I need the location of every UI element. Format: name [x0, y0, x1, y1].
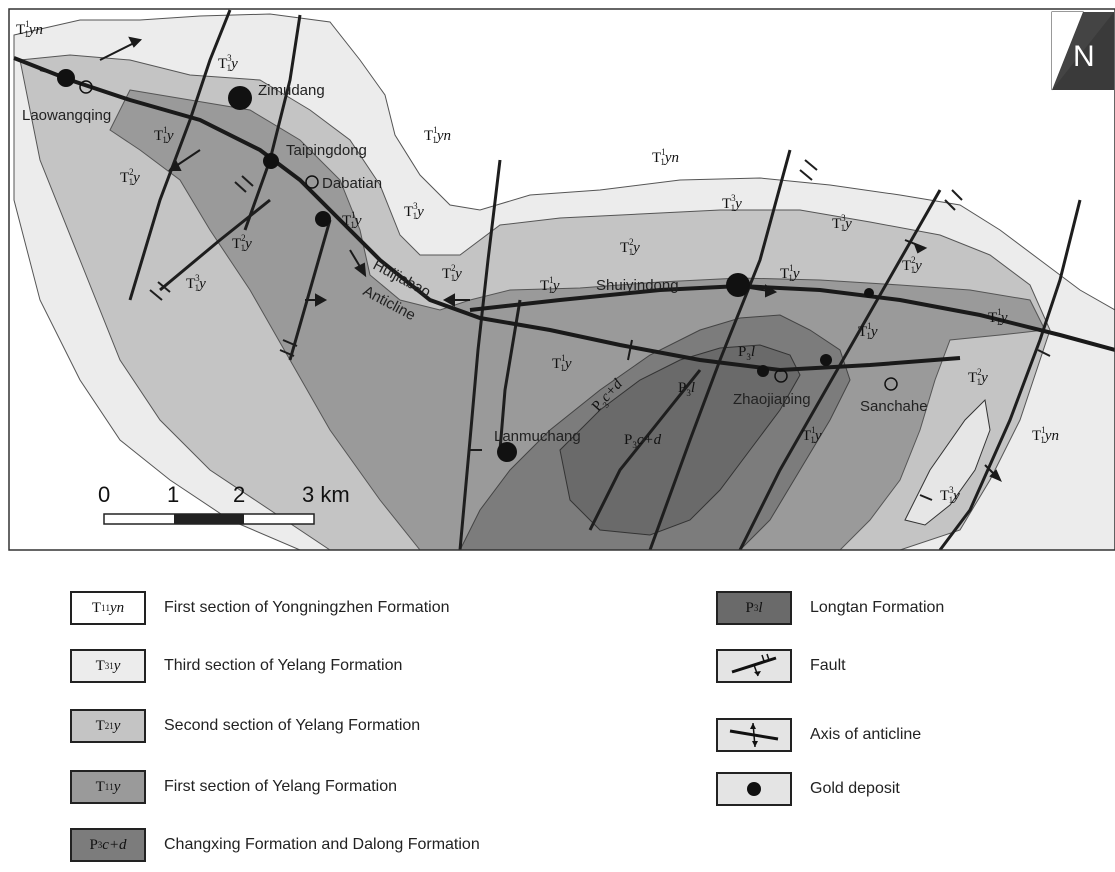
north-label: N [1073, 40, 1095, 73]
place-zimudang: Zimudang [258, 82, 325, 99]
place-shuiyindong: Shuiyindong [596, 277, 679, 294]
legend-label-gold: Gold deposit [810, 780, 900, 797]
place-laowangqing: Laowangqing [22, 107, 111, 124]
svg-text:P3c+d: P3c+d [624, 432, 662, 450]
svg-text:0: 0 [98, 482, 110, 507]
legend-label-p3l: Longtan Formation [810, 599, 945, 616]
legend-label-anticline: Axis of anticline [810, 726, 922, 743]
legend-swatch-anticline [716, 718, 792, 752]
legend-swatch-fault [716, 649, 792, 683]
legend-label-fault: Fault [810, 657, 846, 674]
legend-label-t1y3: Third section of Yelang Formation [164, 657, 403, 674]
svg-text:3 km: 3 km [302, 482, 350, 507]
legend-item-anticline: Axis of anticline [716, 716, 921, 754]
place-taipingdong: Taipingdong [286, 142, 367, 159]
gold-deposit-icon [747, 782, 761, 796]
gold-occurrences [79, 80, 898, 391]
north-arrow: N [1051, 11, 1114, 91]
gold-deposits [57, 69, 874, 462]
scale-bar: 0 1 2 3 km [98, 482, 350, 525]
place-lanmuchang: Lanmuchang [494, 428, 581, 445]
anticline-axis-east [469, 283, 1115, 352]
legend-label-t1yn: First section of Yongningzhen Formation [164, 599, 450, 616]
legend-label-p3cd: Changxing Formation and Dalong Formation [164, 836, 480, 853]
svg-text:P3l: P3l [738, 344, 755, 362]
anticline-arrows [39, 36, 1002, 482]
svg-text:P3l: P3l [678, 380, 695, 398]
place-sanchahe: Sanchahe [860, 398, 928, 415]
zone-p3l [559, 344, 801, 536]
fault-ticks [149, 159, 1051, 501]
svg-text:2: 2 [233, 482, 245, 507]
anticline-axis [13, 56, 961, 373]
place-zhaojiaping: Zhaojiaping [733, 391, 811, 408]
place-dabatian: Dabatian [322, 175, 382, 192]
legend-swatch-gold [716, 772, 792, 806]
fault-symbol-icon [731, 653, 777, 677]
zone-t1y3-inlier [904, 398, 991, 526]
anticline-symbol-icon [729, 722, 779, 748]
legend-label-t1y2: Second section of Yelang Formation [164, 717, 421, 734]
legend-item-gold: Gold deposit [716, 770, 900, 808]
svg-text:1: 1 [167, 482, 179, 507]
legend-item-fault: Fault [716, 647, 846, 685]
legend-label-t1y1: First section of Yelang Formation [164, 778, 398, 795]
